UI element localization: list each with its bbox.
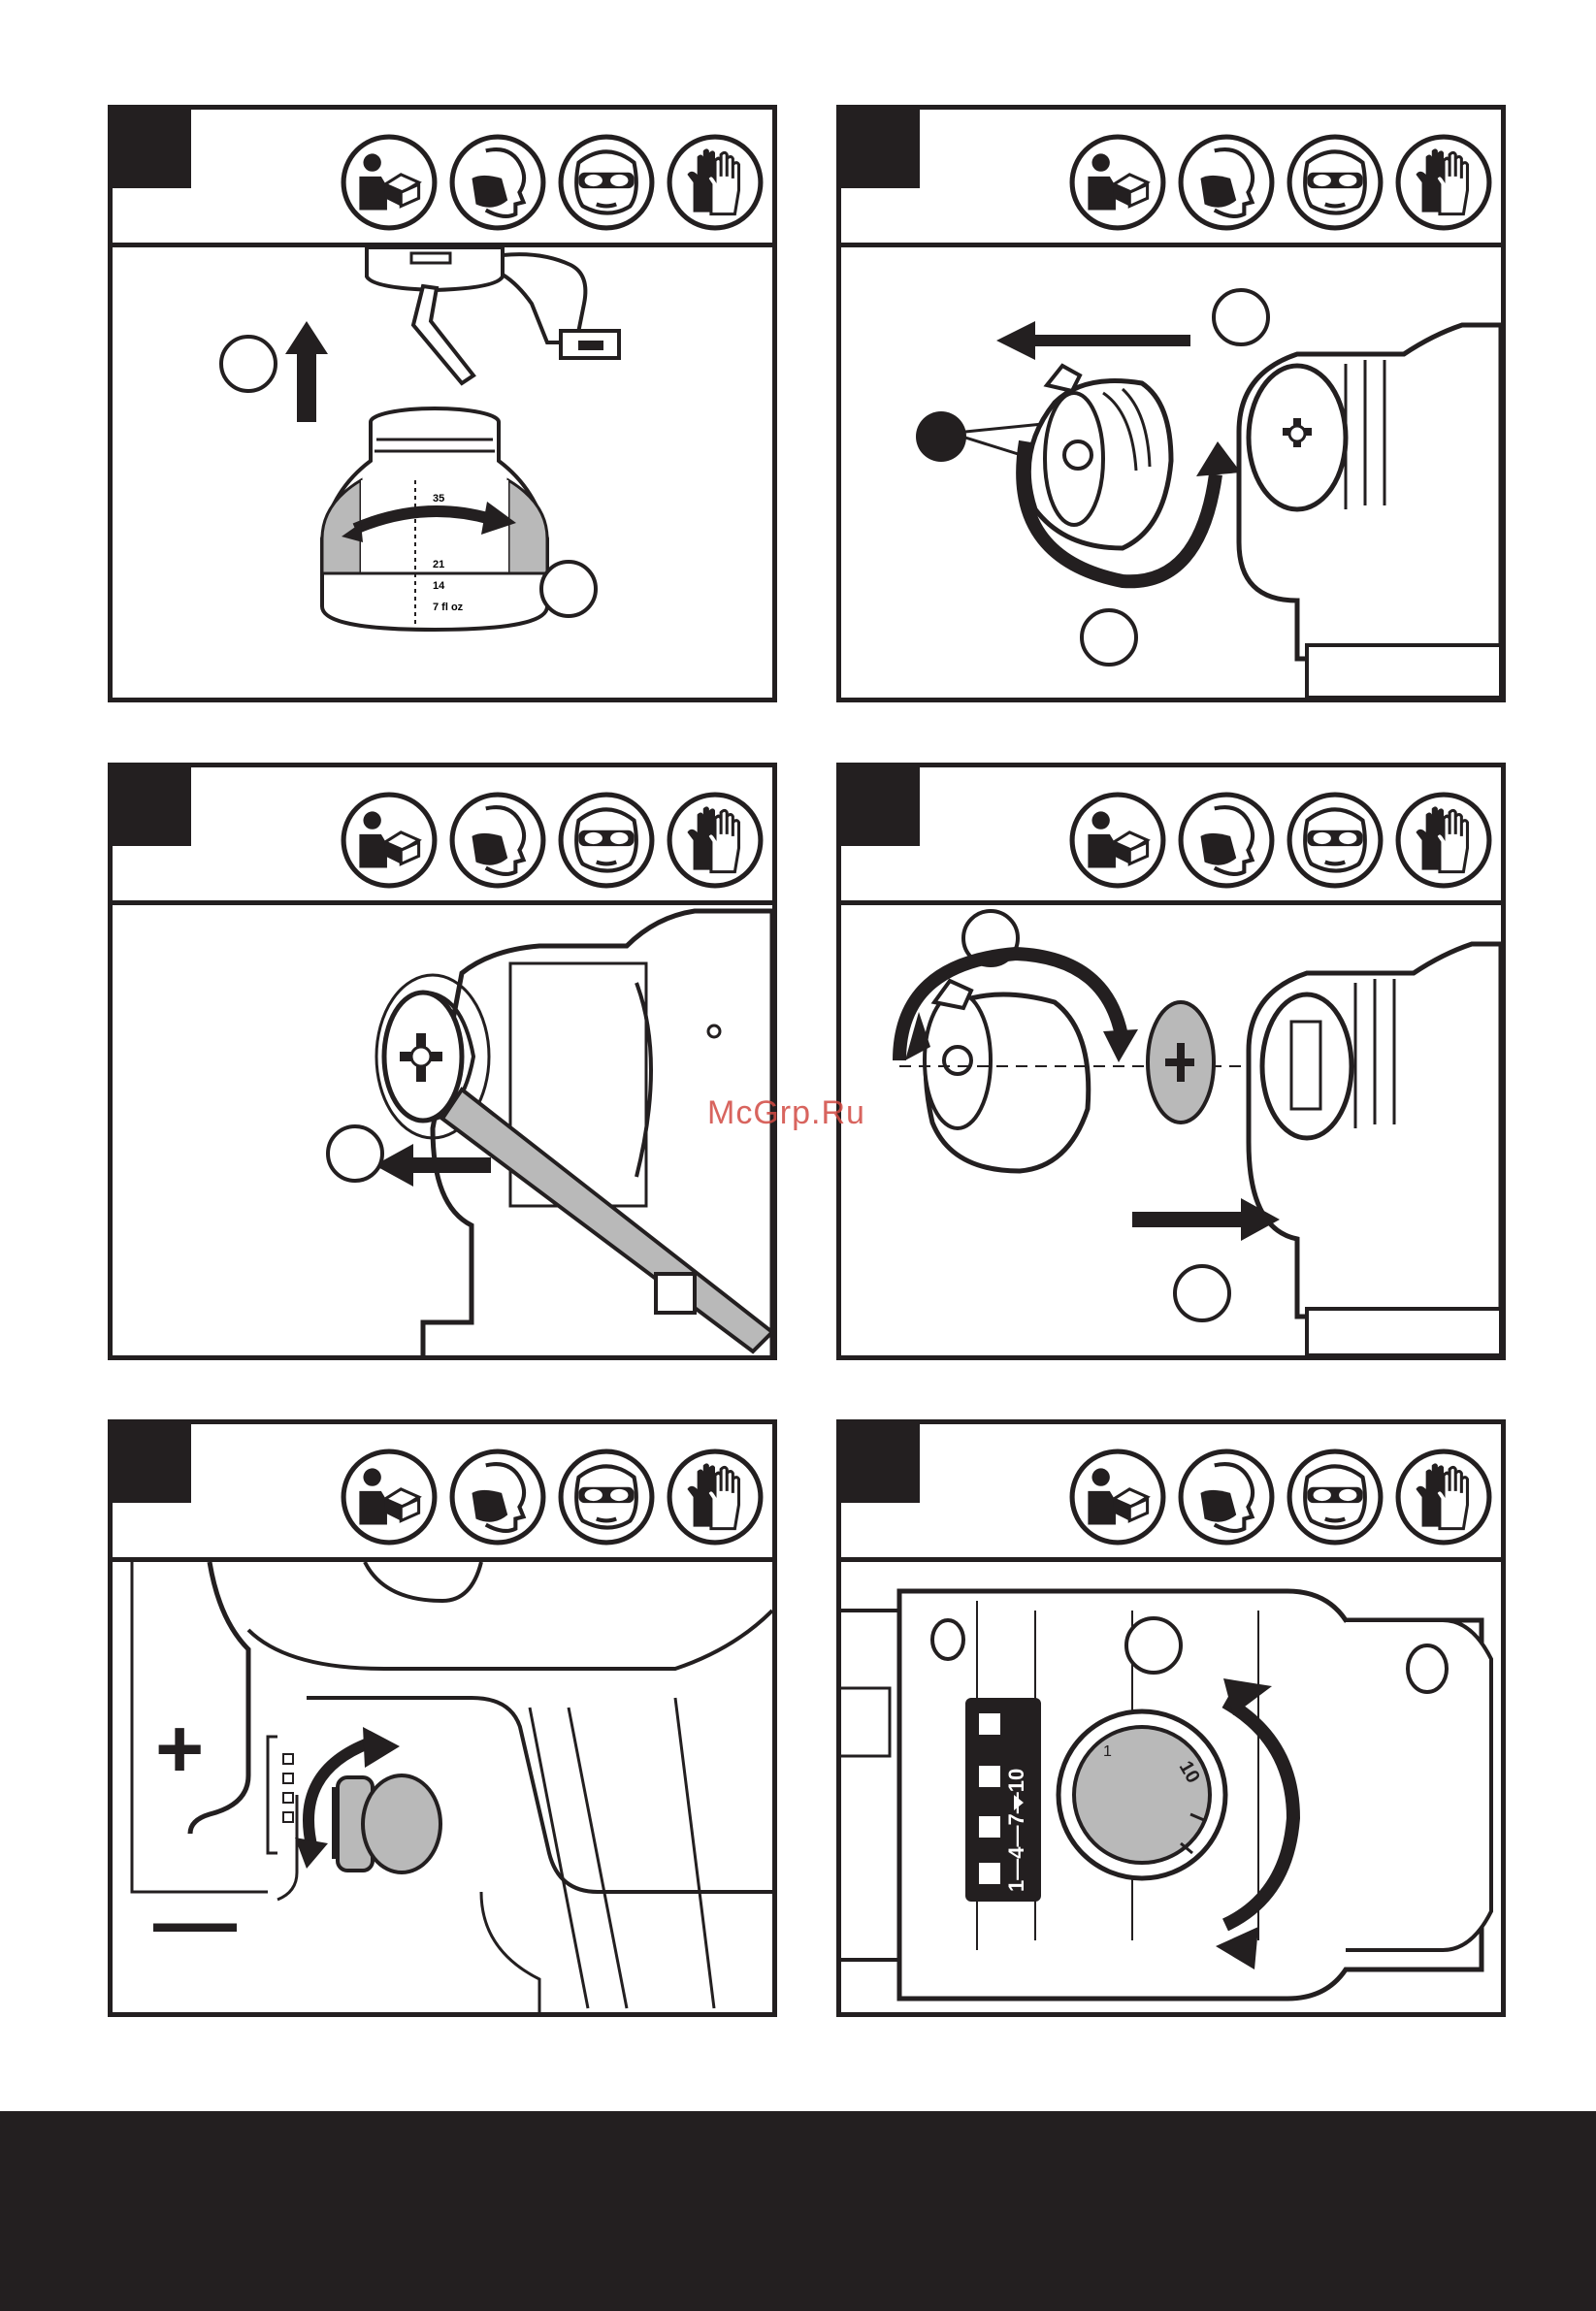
- read-manual-icon: [340, 1448, 439, 1546]
- panel-illustration: 1—4—7—10 10 1: [841, 1562, 1501, 2012]
- step-marker: [841, 767, 920, 846]
- panel-header: [113, 767, 772, 905]
- step-marker: [113, 110, 191, 188]
- safety-goggles-icon: [1286, 1448, 1384, 1546]
- panel-illustration: + —: [113, 1562, 772, 2012]
- panel-illustration: 35 21 14 7 fl oz: [113, 247, 772, 698]
- dust-mask-icon: [448, 133, 547, 232]
- panel-illustration: [841, 905, 1501, 1355]
- dust-mask-icon: [1177, 791, 1276, 890]
- increase-sign: +: [155, 1703, 204, 1796]
- read-manual-icon: [340, 791, 439, 890]
- safety-goggles-icon: [1286, 791, 1384, 890]
- safety-goggles-icon: [557, 791, 656, 890]
- step-panel-d: [836, 763, 1506, 1360]
- step-marker: [113, 1424, 191, 1503]
- watermark: McGrp.Ru: [707, 1094, 901, 1133]
- step-panel-a: 35 21 14 7 fl oz: [108, 105, 777, 702]
- container-removal-illustration: 35 21 14 7 fl oz: [113, 247, 772, 698]
- nozzle-removal-illustration: [841, 247, 1501, 698]
- gloves-icon: [666, 1448, 765, 1546]
- safety-goggles-icon: [557, 1448, 656, 1546]
- read-manual-icon: [340, 133, 439, 232]
- valve-removal-illustration: [113, 905, 772, 1355]
- panel-illustration: [113, 905, 772, 1355]
- power-scale-label: 1—4—7—10: [1004, 1769, 1028, 1892]
- dust-mask-icon: [448, 791, 547, 890]
- safety-icons: [1068, 1448, 1493, 1545]
- safety-icons: [340, 1448, 765, 1545]
- step-panel-e: + —: [108, 1419, 777, 2017]
- power-setting-illustration: 1—4—7—10 10 1: [841, 1562, 1501, 2012]
- dust-mask-icon: [1177, 1448, 1276, 1546]
- step-marker: [841, 110, 920, 188]
- gloves-icon: [666, 791, 765, 890]
- flow-control-illustration: + —: [113, 1562, 772, 2012]
- reassembly-illustration: [841, 905, 1501, 1355]
- scale-7floz: 7 fl oz: [433, 602, 464, 613]
- panel-header: [113, 110, 772, 247]
- step-panel-b: [836, 105, 1506, 702]
- scale-21: 21: [433, 559, 444, 570]
- step-marker: [113, 767, 191, 846]
- decrease-sign: —: [153, 1875, 237, 1969]
- dust-mask-icon: [448, 1448, 547, 1546]
- safety-goggles-icon: [1286, 133, 1384, 232]
- panel-header: [841, 1424, 1501, 1562]
- dial-mark-min: 1: [1103, 1743, 1112, 1760]
- gloves-icon: [1394, 791, 1493, 890]
- gloves-icon: [666, 133, 765, 232]
- step-panel-f: 1—4—7—10 10 1: [836, 1419, 1506, 2017]
- footer-band: [0, 2111, 1596, 2311]
- dust-mask-icon: [1177, 133, 1276, 232]
- safety-icons: [1068, 791, 1493, 888]
- read-manual-icon: [1068, 1448, 1167, 1546]
- safety-goggles-icon: [557, 133, 656, 232]
- panel-header: [113, 1424, 772, 1562]
- step-panel-c: [108, 763, 777, 1360]
- scale-35: 35: [433, 493, 444, 505]
- safety-icons: [340, 133, 765, 230]
- gloves-icon: [1394, 133, 1493, 232]
- panel-header: [841, 767, 1501, 905]
- safety-icons: [340, 791, 765, 888]
- safety-icons: [1068, 133, 1493, 230]
- panel-header: [841, 110, 1501, 247]
- scale-14: 14: [433, 580, 445, 592]
- gloves-icon: [1394, 1448, 1493, 1546]
- read-manual-icon: [1068, 133, 1167, 232]
- step-marker: [841, 1424, 920, 1503]
- read-manual-icon: [1068, 791, 1167, 890]
- panel-illustration: [841, 247, 1501, 698]
